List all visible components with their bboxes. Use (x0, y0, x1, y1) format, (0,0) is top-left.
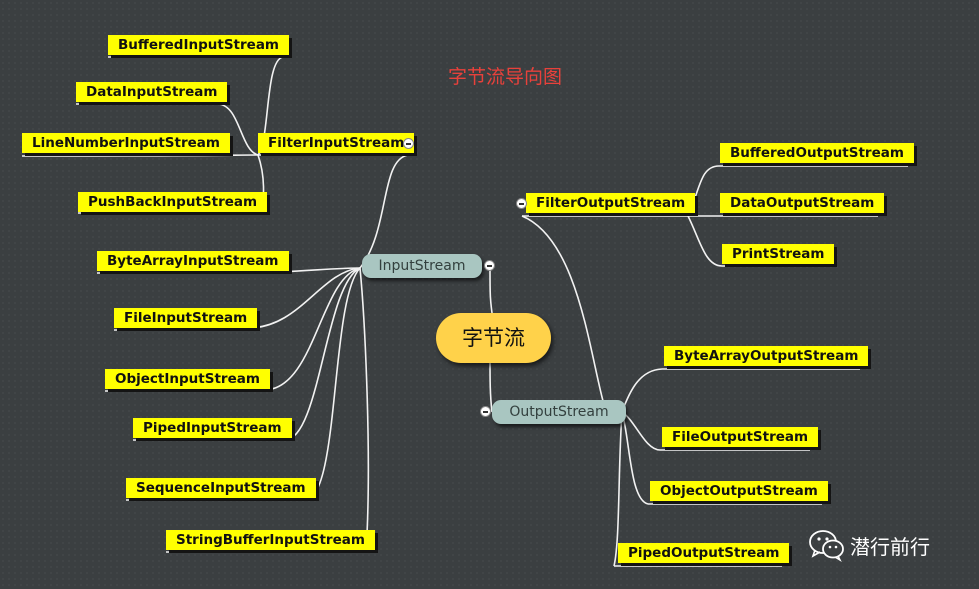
collapse-output-stream-icon[interactable] (480, 406, 491, 417)
node-file-input-stream[interactable]: FileInputStream (114, 308, 258, 328)
node-byte-array-input-stream[interactable]: ByteArrayInputStream (97, 251, 289, 271)
diagram-title: 字节流导向图 (448, 66, 563, 88)
node-output-stream[interactable]: OutputStream (492, 400, 626, 424)
node-buffered-input-stream[interactable]: BufferedInputStream (108, 35, 289, 55)
node-byte-array-output-stream[interactable]: ByteArrayOutputStream (664, 346, 869, 366)
node-filter-input-stream[interactable]: FilterInputStream (258, 133, 415, 153)
collapse-input-stream-icon[interactable] (484, 260, 495, 271)
node-input-stream[interactable]: InputStream (362, 254, 482, 278)
node-data-input-stream[interactable]: DataInputStream (76, 82, 228, 102)
node-filter-output-stream[interactable]: FilterOutputStream (526, 193, 696, 213)
node-file-output-stream[interactable]: FileOutputStream (662, 427, 819, 447)
node-sequence-input-stream[interactable]: SequenceInputStream (126, 478, 316, 498)
brand-name: 潜行前行 (850, 535, 930, 559)
node-line-number-input-stream[interactable]: LineNumberInputStream (22, 133, 230, 153)
collapse-filter-input-icon[interactable] (403, 138, 414, 149)
node-object-input-stream[interactable]: ObjectInputStream (105, 369, 270, 389)
node-print-stream[interactable]: PrintStream (722, 244, 835, 264)
collapse-filter-output-icon[interactable] (516, 198, 527, 209)
node-piped-input-stream[interactable]: PipedInputStream (133, 418, 292, 438)
node-push-back-input-stream[interactable]: PushBackInputStream (78, 192, 268, 212)
wechat-icon (809, 530, 844, 562)
node-string-buffer-input-stream[interactable]: StringBufferInputStream (166, 530, 375, 550)
node-buffered-output-stream[interactable]: BufferedOutputStream (720, 143, 914, 163)
node-piped-output-stream[interactable]: PipedOutputStream (618, 543, 790, 563)
root-node[interactable]: 字节流 (436, 313, 551, 363)
node-object-output-stream[interactable]: ObjectOutputStream (650, 481, 828, 501)
node-data-output-stream[interactable]: DataOutputStream (720, 193, 885, 213)
